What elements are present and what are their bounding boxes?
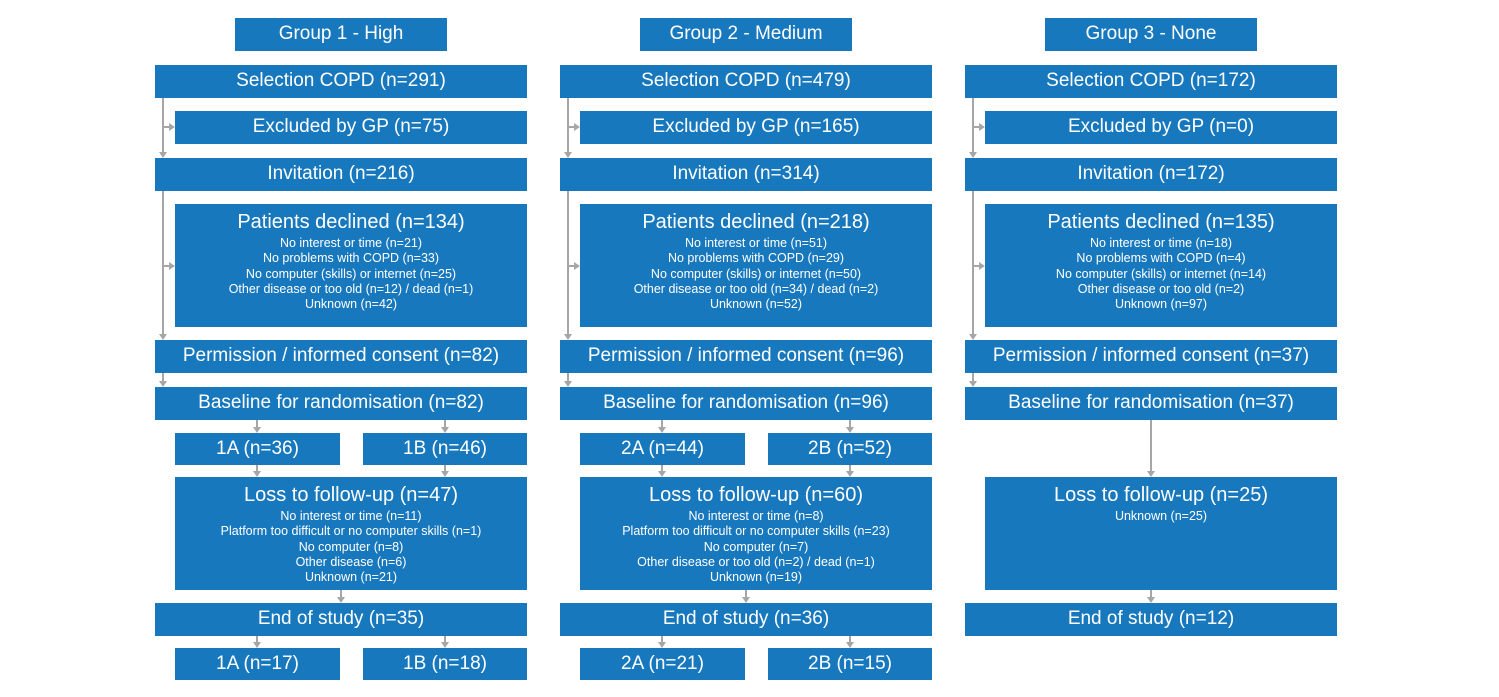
permission-box: Permission / informed consent (n=96) — [560, 340, 932, 373]
flow-arrow-down — [337, 590, 345, 603]
declined-box: Patients declined (n=135) No interest or… — [985, 204, 1337, 327]
flow-arrow-down — [564, 373, 572, 387]
selection-box: Selection COPD (n=291) — [155, 65, 527, 98]
arm-a-box: 2A (n=44) — [580, 433, 745, 465]
selection-box: Selection COPD (n=172) — [965, 65, 1337, 98]
flow-arrow-right — [974, 262, 985, 270]
loss-title: Loss to follow-up (n=60) — [648, 484, 863, 506]
end-arm-b-box: 2B (n=15) — [768, 648, 932, 680]
declined-box: Patients declined (n=134) No interest or… — [175, 204, 527, 327]
flow-arrow-down — [658, 420, 666, 433]
loss-details: No interest or time (n=8) Platform too d… — [622, 509, 890, 584]
declined-title: Patients declined (n=134) — [237, 211, 465, 233]
arm-b-box: 1B (n=46) — [363, 433, 527, 465]
group-title: Group 3 - None — [1045, 18, 1257, 51]
group-title: Group 2 - Medium — [640, 18, 852, 51]
flow-arrow-down — [564, 98, 572, 158]
declined-details: No interest or time (n=51) No problems w… — [633, 236, 879, 311]
flow-arrow-down — [846, 420, 854, 433]
flow-arrow-down — [846, 465, 854, 477]
arm-b-box: 2B (n=52) — [768, 433, 932, 465]
end-arm-a-box: 2A (n=21) — [580, 648, 745, 680]
end-box: End of study (n=36) — [560, 603, 932, 636]
flow-arrow-down — [658, 465, 666, 477]
flow-arrow-down — [742, 590, 750, 603]
loss-box: Loss to follow-up (n=25) Unknown (n=25) — [985, 477, 1337, 590]
declined-title: Patients declined (n=218) — [642, 211, 870, 233]
loss-details: Unknown (n=25) — [1114, 509, 1208, 523]
group-1-column: Group 1 - High Selection COPD (n=291) Ex… — [155, 18, 527, 688]
group-2-column: Group 2 - Medium Selection COPD (n=479) … — [560, 18, 932, 688]
invitation-box: Invitation (n=314) — [560, 158, 932, 191]
baseline-box: Baseline for randomisation (n=82) — [155, 387, 527, 420]
permission-box: Permission / informed consent (n=82) — [155, 340, 527, 373]
invitation-box: Invitation (n=216) — [155, 158, 527, 191]
flow-arrow-down — [969, 98, 977, 158]
flow-arrow-down — [846, 636, 854, 648]
arm-a-box: 1A (n=36) — [175, 433, 340, 465]
group-3-column: Group 3 - None Selection COPD (n=172) Ex… — [965, 18, 1337, 688]
permission-box: Permission / informed consent (n=37) — [965, 340, 1337, 373]
flow-arrow-down — [658, 636, 666, 648]
flow-arrow-right — [164, 262, 175, 270]
flow-arrow-right — [569, 123, 580, 131]
flow-arrow-down — [253, 465, 261, 477]
end-box: End of study (n=12) — [965, 603, 1337, 636]
flow-arrow-down — [159, 373, 167, 387]
flow-arrow-right — [164, 123, 175, 131]
loss-details: No interest or time (n=11) Platform too … — [220, 509, 482, 584]
flow-arrow-down — [564, 191, 572, 340]
end-arm-a-box: 1A (n=17) — [175, 648, 340, 680]
flow-arrow-down — [159, 191, 167, 340]
flow-arrow-right — [569, 262, 580, 270]
flow-arrow-down — [253, 636, 261, 648]
declined-title: Patients declined (n=135) — [1047, 211, 1275, 233]
flow-arrow-down — [969, 373, 977, 387]
flow-arrow-down — [253, 420, 261, 433]
flow-arrow-down — [441, 636, 449, 648]
flow-arrow-down — [1147, 590, 1155, 603]
loss-title: Loss to follow-up (n=47) — [243, 484, 458, 506]
end-arm-b-box: 1B (n=18) — [363, 648, 527, 680]
loss-box: Loss to follow-up (n=60) No interest or … — [580, 477, 932, 590]
flow-arrow-down — [159, 98, 167, 158]
baseline-box: Baseline for randomisation (n=96) — [560, 387, 932, 420]
excluded-box: Excluded by GP (n=165) — [580, 111, 932, 144]
selection-box: Selection COPD (n=479) — [560, 65, 932, 98]
flow-arrow-right — [974, 123, 985, 131]
loss-box: Loss to follow-up (n=47) No interest or … — [175, 477, 527, 590]
flow-arrow-down — [441, 420, 449, 433]
excluded-box: Excluded by GP (n=75) — [175, 111, 527, 144]
group-title: Group 1 - High — [235, 18, 447, 51]
declined-details: No interest or time (n=21) No problems w… — [228, 236, 474, 311]
excluded-box: Excluded by GP (n=0) — [985, 111, 1337, 144]
flow-arrow-down — [969, 191, 977, 340]
declined-box: Patients declined (n=218) No interest or… — [580, 204, 932, 327]
loss-title: Loss to follow-up (n=25) — [1053, 484, 1268, 506]
end-box: End of study (n=35) — [155, 603, 527, 636]
flow-arrow-down — [1147, 420, 1155, 477]
declined-details: No interest or time (n=18) No problems w… — [1055, 236, 1267, 311]
baseline-box: Baseline for randomisation (n=37) — [965, 387, 1337, 420]
invitation-box: Invitation (n=172) — [965, 158, 1337, 191]
flow-arrow-down — [441, 465, 449, 477]
